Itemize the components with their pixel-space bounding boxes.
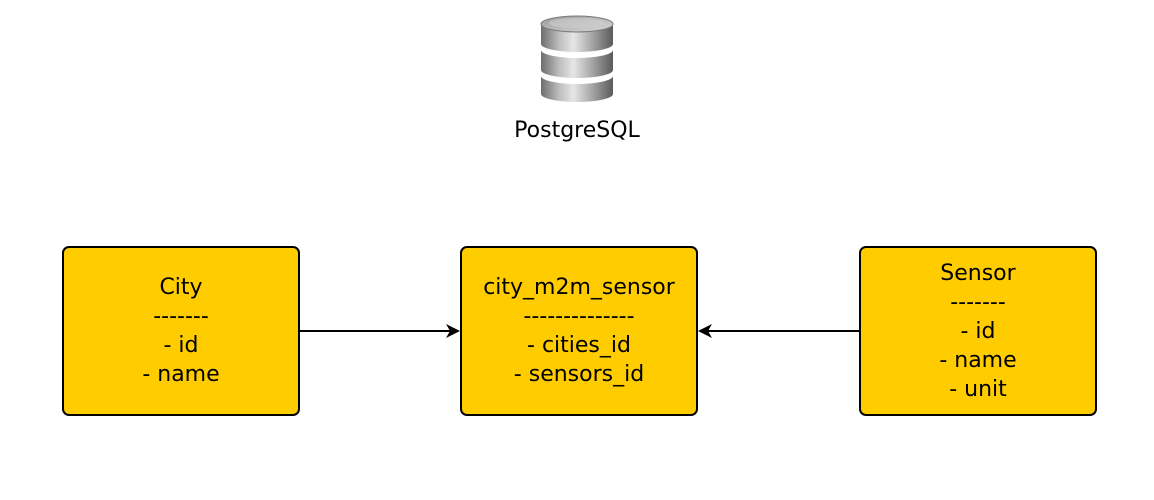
entity-field: - name	[939, 347, 1017, 373]
entity-separator: -------	[950, 289, 1006, 315]
entity-sensor[interactable]: Sensor ------- - id - name - unit	[859, 246, 1097, 416]
entity-city-m2m-sensor[interactable]: city_m2m_sensor -------------- - cities_…	[460, 246, 698, 416]
entity-field: - id	[163, 333, 199, 358]
entity-separator: -------	[153, 304, 209, 329]
entity-city[interactable]: City ------- - id - name	[62, 246, 300, 416]
entity-field: - id	[960, 318, 996, 344]
entity-separator: --------------	[523, 304, 635, 329]
entity-field: - unit	[949, 376, 1007, 402]
entity-title: city_m2m_sensor	[483, 275, 675, 300]
entity-title: City	[159, 275, 203, 300]
entity-field: - sensors_id	[513, 362, 645, 387]
database-cylinder-icon	[540, 15, 614, 102]
entity-title: Sensor	[940, 260, 1016, 286]
entity-field: - name	[142, 362, 220, 387]
database-label: PostgreSQL	[514, 118, 640, 143]
entity-field: - cities_id	[527, 333, 631, 358]
